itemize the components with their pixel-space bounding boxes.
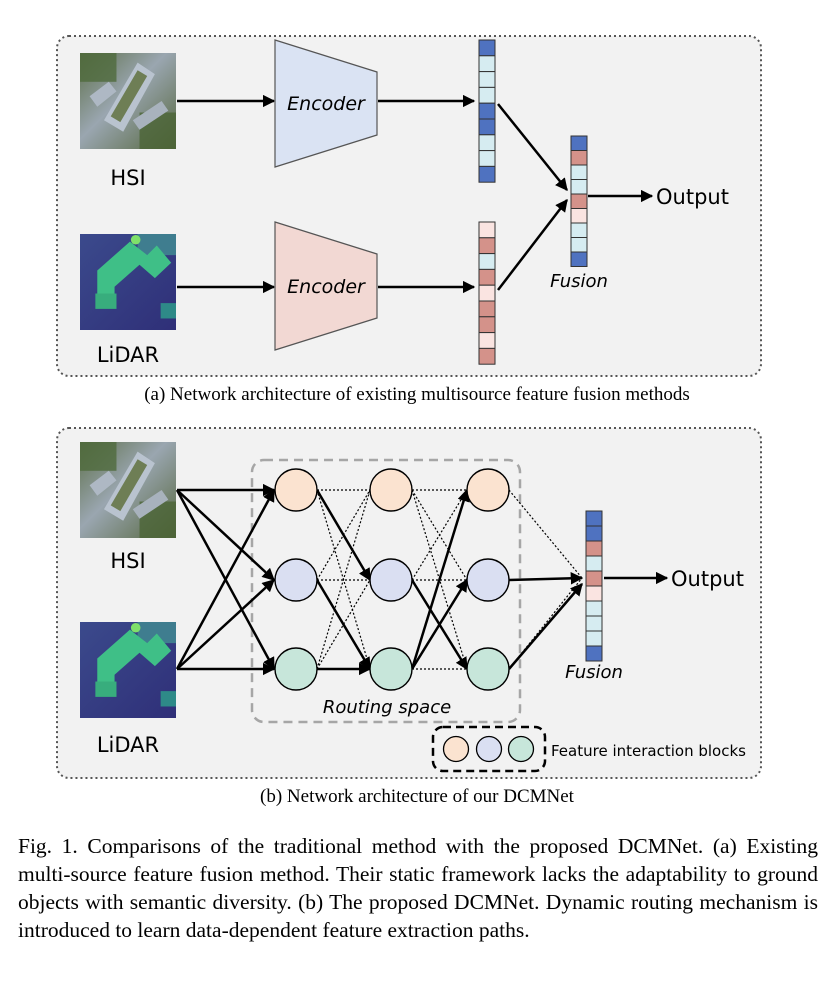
vector-cell bbox=[478, 39, 496, 57]
feature-interaction-block bbox=[274, 558, 318, 602]
fusion-vector-a bbox=[570, 135, 588, 267]
candidate-route bbox=[508, 489, 583, 579]
legend-node-orange bbox=[442, 735, 470, 763]
lidar-encoder bbox=[274, 221, 378, 351]
hsi-image bbox=[80, 53, 176, 149]
vector-cell bbox=[478, 221, 496, 239]
vector-cell bbox=[585, 585, 603, 602]
vector-cell bbox=[478, 237, 496, 255]
panel-a-frame bbox=[56, 35, 762, 377]
vector-cell bbox=[570, 179, 588, 195]
vector-cell bbox=[478, 102, 496, 120]
vector-cell bbox=[570, 150, 588, 166]
vector-cell bbox=[478, 71, 496, 88]
vector-cell bbox=[585, 510, 603, 527]
vector-cell bbox=[585, 630, 603, 647]
routing-edges bbox=[175, 483, 584, 676]
output-label-b: Output bbox=[671, 567, 744, 591]
candidate-route bbox=[411, 489, 468, 581]
lidar-label-b: LiDAR bbox=[97, 733, 159, 757]
lidar-feature-to-fusion-arrow bbox=[497, 199, 568, 291]
hsi-label-b: HSI bbox=[110, 549, 145, 573]
vector-cell bbox=[478, 316, 496, 334]
vector-cell bbox=[570, 164, 588, 180]
input-route-arrow bbox=[176, 489, 275, 581]
output-label-a: Output bbox=[656, 185, 729, 209]
fusion-label-b: Fusion bbox=[565, 662, 623, 683]
feature-interaction-block bbox=[369, 558, 413, 602]
vector-cell bbox=[570, 208, 588, 224]
selected-route-arrow bbox=[315, 489, 372, 582]
vector-cell bbox=[478, 165, 496, 183]
hsi-encoder bbox=[274, 39, 378, 168]
vector-cell bbox=[478, 134, 496, 152]
subcaption-b: (b) Network architecture of our DCMNet bbox=[260, 786, 575, 807]
panel-b-frame bbox=[56, 427, 762, 779]
legend-node-green bbox=[507, 735, 535, 763]
selected-route-arrow bbox=[410, 488, 470, 670]
vector-cell bbox=[570, 237, 588, 253]
candidate-route bbox=[316, 489, 371, 670]
lidar-image bbox=[80, 234, 176, 330]
routing-space-label: Routing space bbox=[323, 697, 451, 718]
candidate-route bbox=[316, 579, 371, 670]
feature-interaction-block bbox=[466, 468, 510, 512]
vector-cell bbox=[570, 251, 588, 267]
feature-interaction-block bbox=[369, 647, 413, 691]
hsi-label: HSI bbox=[110, 166, 145, 190]
vector-cell bbox=[585, 540, 603, 557]
vector-cell bbox=[570, 193, 588, 209]
feature-interaction-block bbox=[466, 558, 510, 602]
fusion-label-a: Fusion bbox=[550, 271, 608, 292]
lidar-feature-vector bbox=[478, 221, 496, 365]
legend-label: Feature interaction blocks bbox=[551, 742, 746, 760]
hsi-image-b bbox=[80, 442, 176, 538]
selected-route-arrow bbox=[315, 579, 372, 671]
hsi-feature-to-fusion-arrow bbox=[497, 103, 568, 191]
lidar-encoder-label: Encoder bbox=[287, 276, 366, 298]
vector-cell bbox=[585, 600, 603, 617]
vector-cell bbox=[585, 645, 603, 662]
lidar-label: LiDAR bbox=[97, 343, 159, 367]
lidar-image-b bbox=[80, 622, 176, 718]
selected-route-arrow bbox=[508, 583, 583, 670]
legend-node-blue bbox=[475, 735, 503, 763]
hsi-feature-vector bbox=[478, 39, 496, 183]
vector-cell bbox=[585, 615, 603, 632]
routing-space-frame bbox=[250, 458, 522, 724]
fusion-vector-b bbox=[585, 510, 603, 662]
selected-route-arrow bbox=[410, 579, 469, 671]
hsi-encoder-label: Encoder bbox=[287, 93, 366, 115]
routing-nodes bbox=[274, 468, 510, 691]
vector-cell bbox=[585, 555, 603, 572]
vector-cell bbox=[478, 253, 496, 270]
vector-cell bbox=[478, 268, 496, 286]
vector-cell bbox=[478, 347, 496, 365]
vector-cell bbox=[570, 135, 588, 151]
input-route-arrow bbox=[176, 579, 275, 670]
vector-cell bbox=[478, 284, 496, 302]
vector-cell bbox=[585, 570, 603, 587]
vector-cell bbox=[570, 222, 588, 238]
vector-cell bbox=[478, 300, 496, 318]
feature-interaction-block bbox=[466, 647, 510, 691]
feature-interaction-block bbox=[369, 468, 413, 512]
input-route-arrow bbox=[175, 488, 276, 670]
candidate-route bbox=[508, 577, 583, 670]
vector-cell bbox=[478, 86, 496, 104]
vector-cell bbox=[478, 55, 496, 73]
feature-interaction-block bbox=[274, 468, 318, 512]
vector-cell bbox=[585, 525, 603, 542]
subcaption-a: (a) Network architecture of existing mul… bbox=[144, 384, 690, 405]
selected-route-arrow bbox=[508, 572, 584, 585]
vector-cell bbox=[478, 118, 496, 136]
vector-cell bbox=[478, 332, 496, 349]
vector-cell bbox=[478, 150, 496, 167]
figure-caption: Fig. 1. Comparisons of the traditional m… bbox=[18, 834, 818, 942]
feature-interaction-block bbox=[274, 647, 318, 691]
legend-frame bbox=[431, 725, 547, 773]
